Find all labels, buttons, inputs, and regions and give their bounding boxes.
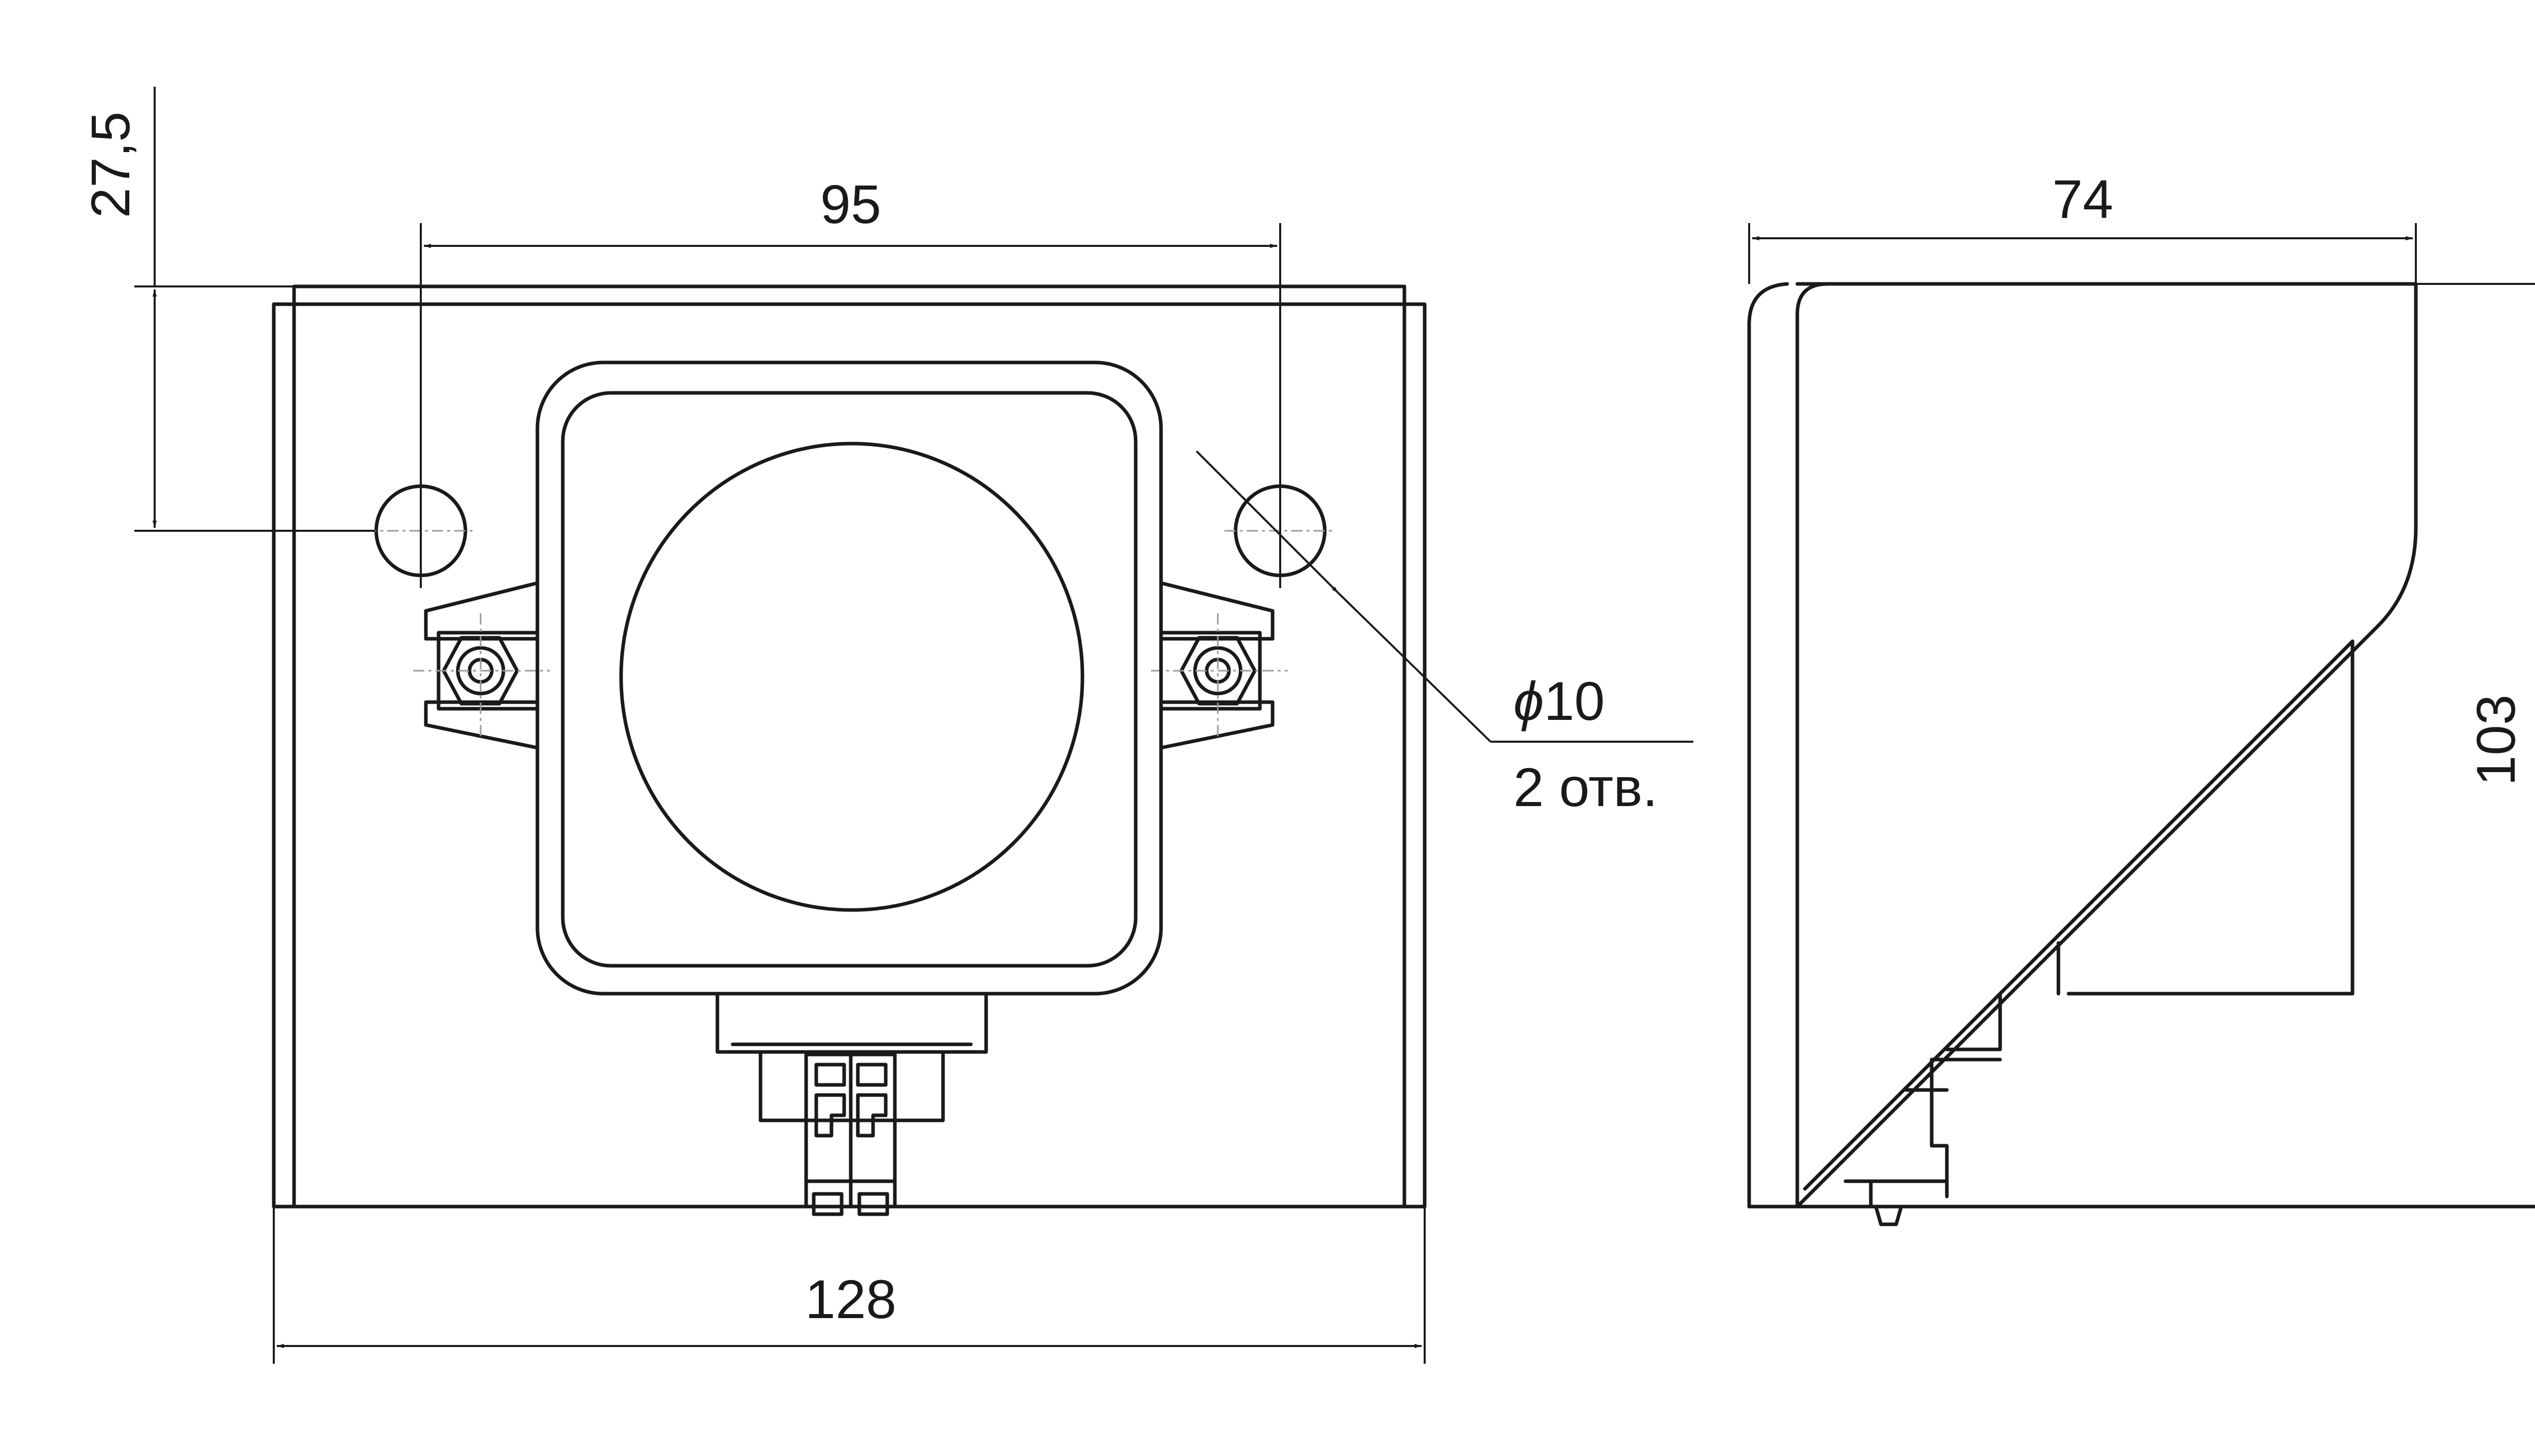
- bracket-left: [413, 581, 550, 750]
- dimension-74: 74: [1748, 168, 2417, 284]
- sensor-housing-outer: [535, 360, 1163, 996]
- side-view: 74 103: [1747, 168, 2535, 1226]
- dim-95-label: 95: [820, 173, 881, 235]
- dim-74-label: 74: [2052, 168, 2113, 230]
- side-housing-outline: [1795, 282, 2418, 1209]
- dim-103-label: 103: [2465, 695, 2526, 786]
- callout-diameter: ϕ10: [1513, 670, 1605, 732]
- sensor-housing-inner: [561, 391, 1138, 968]
- nut-left: [442, 636, 519, 706]
- dimension-128: 128: [273, 1207, 1426, 1364]
- hole-callout: ϕ10 2 отв.: [1196, 450, 1693, 818]
- callout-holes-note: 2 отв.: [1513, 756, 1658, 818]
- dimension-27-5: 27,5: [80, 87, 375, 532]
- front-view: 95 27,5 128 ϕ10 2 отв.: [80, 87, 1693, 1364]
- dim-128-label: 128: [805, 1268, 896, 1330]
- connector-plug: [804, 1052, 897, 1216]
- sensor-face: [619, 442, 1084, 912]
- side-bevel-inner: [1803, 639, 2355, 1191]
- side-housing-rounded-corner: [1747, 282, 1799, 1209]
- dimension-95: 95: [420, 173, 1281, 588]
- dim-27-5-label: 27,5: [80, 112, 141, 218]
- side-sensor-block: [1843, 639, 2355, 1226]
- diameter-symbol: ϕ: [1513, 670, 1544, 732]
- dimension-103: 103: [2416, 283, 2535, 786]
- diameter-value: 10: [1544, 670, 1605, 732]
- nut-right: [1179, 636, 1257, 706]
- bracket-right: [1151, 581, 1288, 750]
